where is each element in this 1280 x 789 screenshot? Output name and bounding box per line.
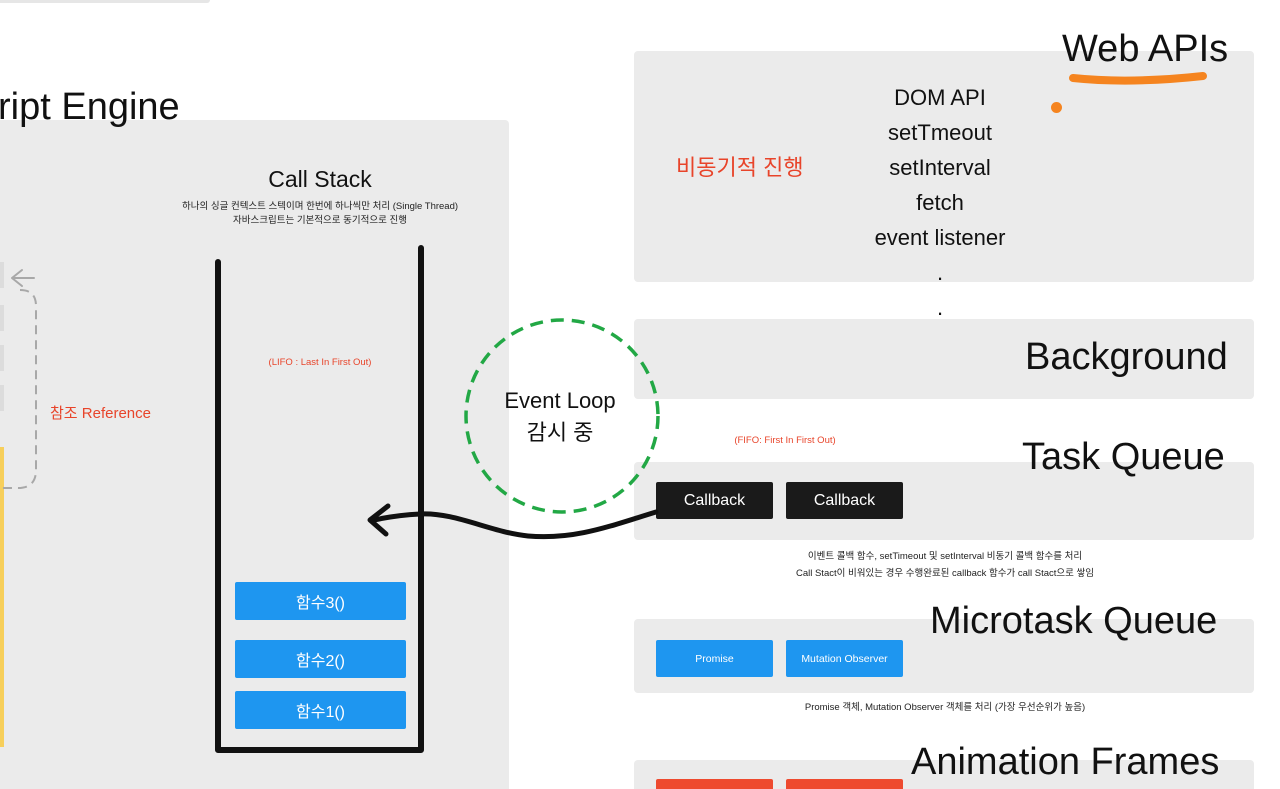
web-apis-panel xyxy=(634,51,1254,282)
event-loop-circle xyxy=(464,318,660,514)
async-label: 비동기적 진행 xyxy=(676,155,804,180)
memory-heap-cell xyxy=(0,262,4,288)
top-scrollbar-remnant xyxy=(0,0,210,3)
pen-dot-annotation xyxy=(1051,102,1062,113)
web-api-item: . xyxy=(936,295,944,320)
callback-box-1: Callback xyxy=(656,482,773,519)
web-api-item: setTmeout xyxy=(888,120,992,145)
memory-heap-cell xyxy=(0,385,4,411)
memory-heap-cell xyxy=(0,345,4,371)
task-queue-note-line1: 이벤트 콜백 함수, setTimeout 및 setInterval 비동기 … xyxy=(807,551,1083,562)
function-box-1: 함수1() xyxy=(235,691,406,729)
microtask-queue-note: Promise 객체, Mutation Observer 객체를 처리 (가장… xyxy=(804,702,1086,713)
microtask-queue-title: Microtask Queue xyxy=(930,600,1218,642)
web-apis-title: Web APIs xyxy=(1062,28,1229,70)
event-loop-line2: 감시 중 xyxy=(526,420,594,445)
memory-heap-cell xyxy=(0,305,4,331)
web-apis-underline xyxy=(1069,72,1207,85)
javascript-engine-title: ript Engine xyxy=(0,86,180,128)
web-api-item: event listener xyxy=(874,225,1006,250)
call-stack-note-line2: 자바스크립트는 기본적으로 동기적으로 진행 xyxy=(233,215,407,226)
event-loop-label: Event Loop 감시 중 xyxy=(470,385,650,449)
reference-arrow-icon xyxy=(11,269,35,287)
web-api-item: setInterval xyxy=(889,155,991,180)
memory-heap-highlight xyxy=(0,447,4,747)
background-panel xyxy=(634,319,1254,399)
web-api-list: DOM API setTmeout setInterval fetch even… xyxy=(840,80,1040,325)
background-title: Background xyxy=(1025,336,1228,378)
callback-box-2: Callback xyxy=(786,482,903,519)
animation-frame-box-2 xyxy=(786,779,903,789)
animation-frame-box-1 xyxy=(656,779,773,789)
animation-frames-title: Animation Frames xyxy=(911,741,1220,783)
function-box-3: 함수3() xyxy=(235,582,406,620)
web-api-item: fetch xyxy=(916,190,964,215)
event-loop-line1: Event Loop xyxy=(504,388,616,413)
arrow-head-icon xyxy=(367,503,391,537)
call-stack-note-line1: 하나의 싱글 컨텍스트 스텍이며 한번에 하나씩만 처리 (Single Thr… xyxy=(181,201,459,212)
task-queue-note-line2: Call Stact이 비워있는 경우 수행완료된 callback 함수가 c… xyxy=(795,568,1095,579)
function-box-2: 함수2() xyxy=(235,640,406,678)
mutation-observer-box: Mutation Observer xyxy=(786,640,903,677)
call-stack-container xyxy=(215,245,424,753)
fifo-label: (FIFO: First In First Out) xyxy=(734,435,836,446)
reference-label: 참조 Reference xyxy=(50,405,151,422)
web-api-item: . xyxy=(936,260,944,285)
task-queue-title: Task Queue xyxy=(1022,436,1225,478)
callback-to-stack-arrow xyxy=(371,509,659,540)
web-api-item: DOM API xyxy=(894,85,986,110)
call-stack-title: Call Stack xyxy=(268,166,372,192)
reference-bracket xyxy=(0,289,37,489)
promise-box: Promise xyxy=(656,640,773,677)
lifo-label: (LIFO : Last In First Out) xyxy=(268,357,372,368)
